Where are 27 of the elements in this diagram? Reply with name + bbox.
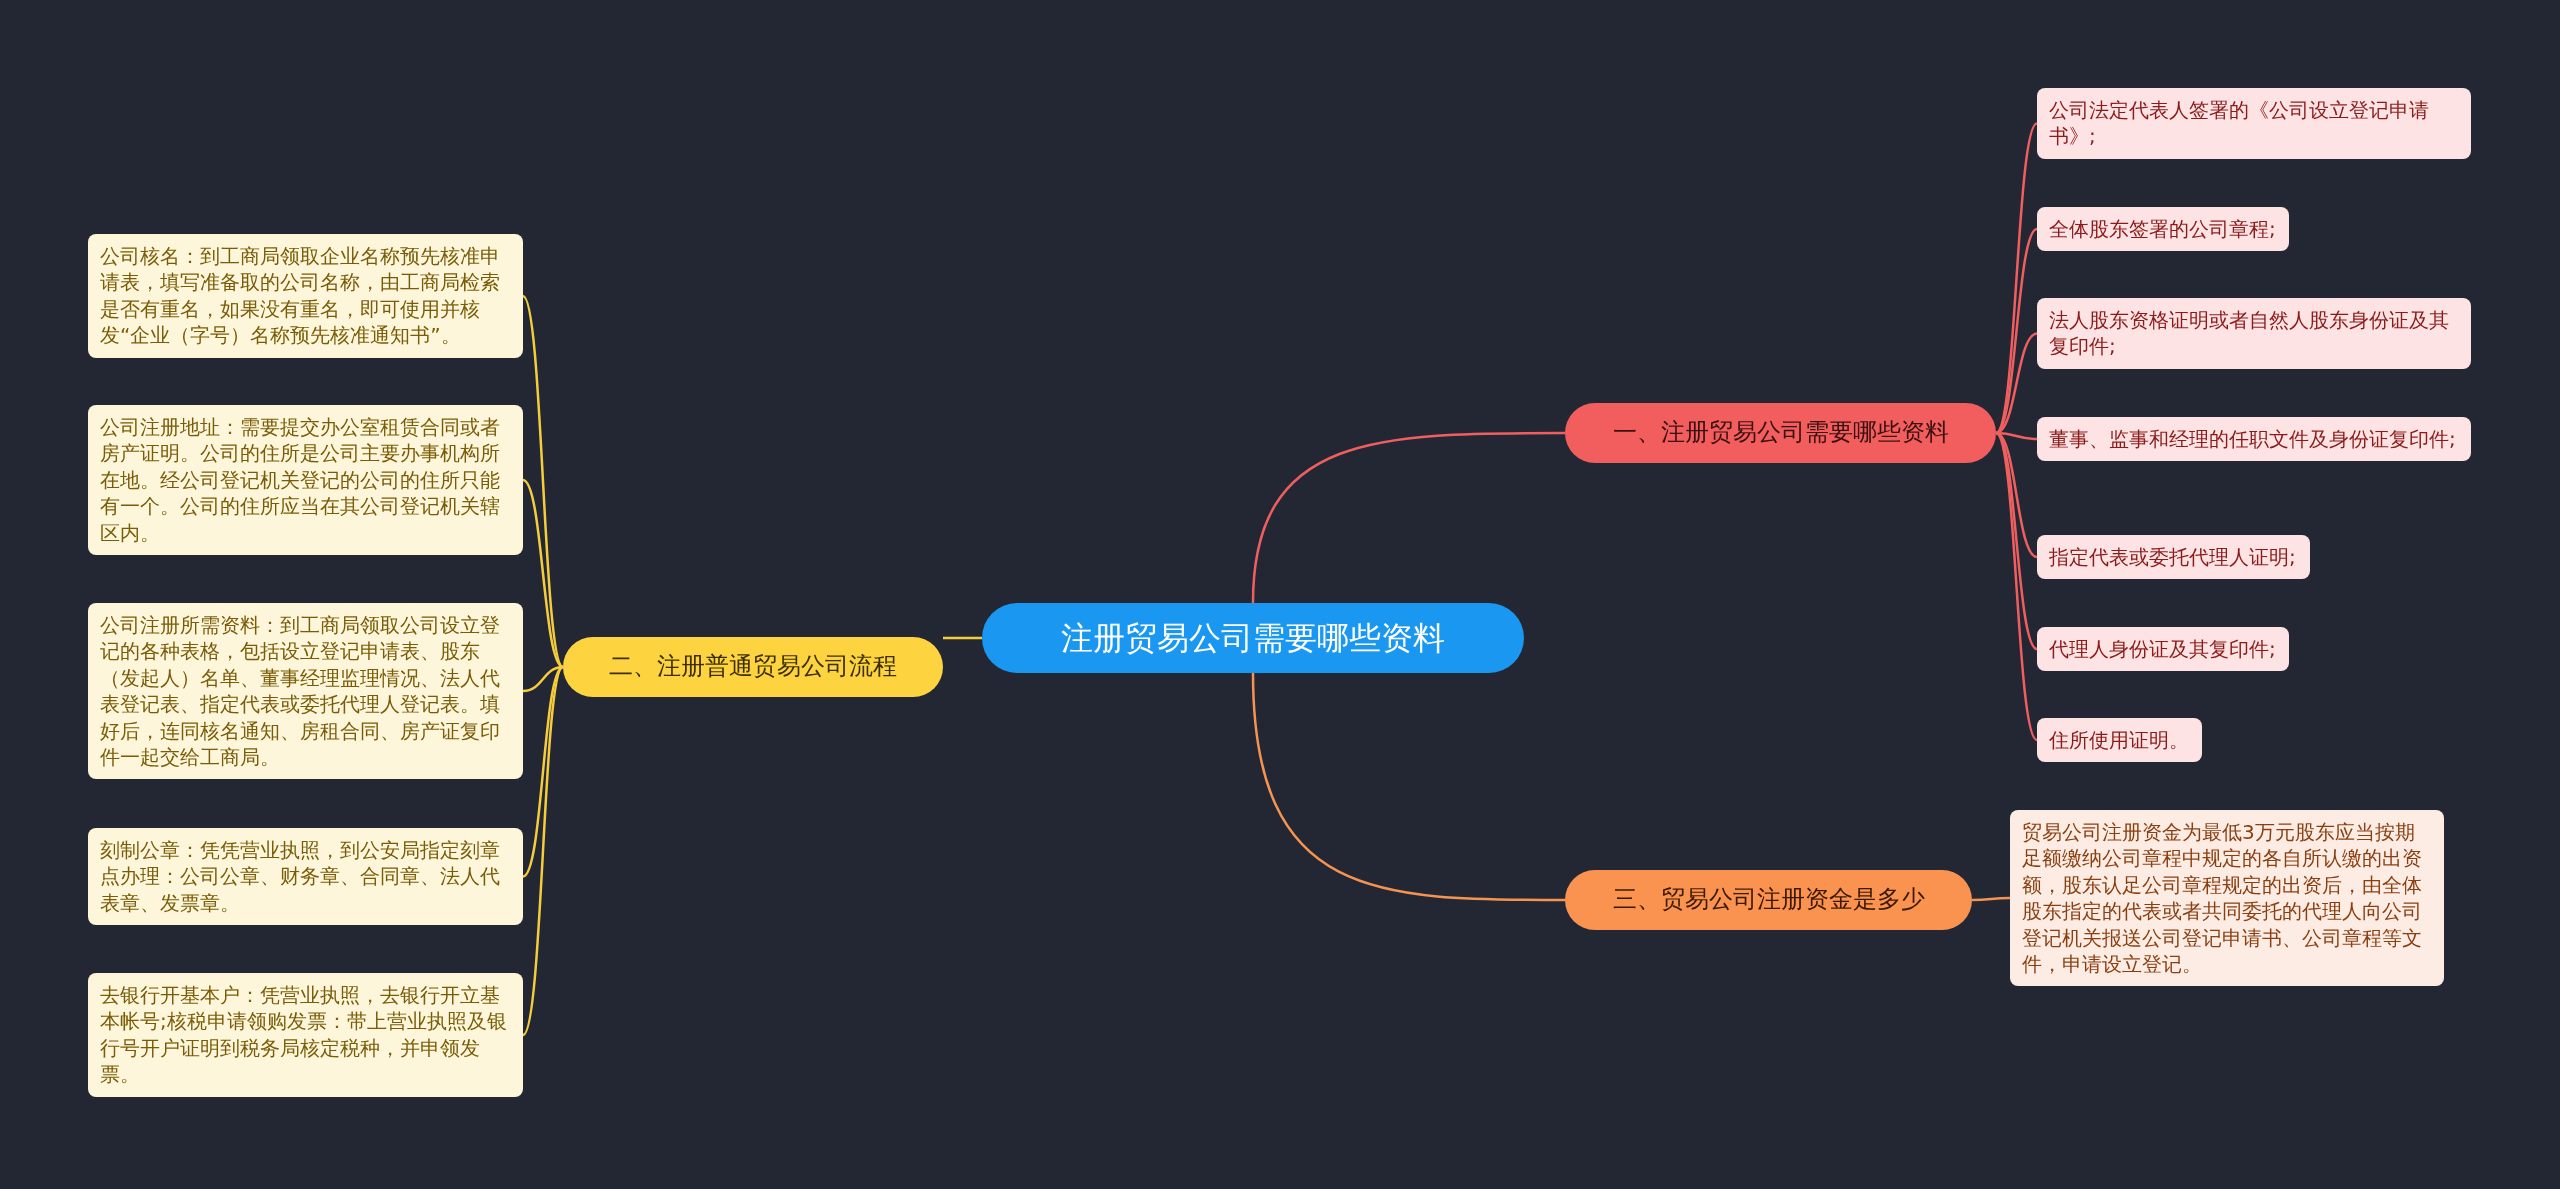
connector-line	[1972, 896, 2010, 902]
leaf-box: 公司法定代表人签署的《公司设立登记申请书》;	[2037, 88, 2471, 159]
leaf-box: 董事、监事和经理的任职文件及身份证复印件;	[2037, 417, 2471, 462]
leaf-box: 公司核名：到工商局领取企业名称预先核准申请表，填写准备取的公司名称，由工商局检索是否有重名，如果没有重名，即可使用并核发“企业（字号）名称预先核准通知书”。	[88, 234, 523, 358]
branch-topic: 三、贸易公司注册资金是多少	[1565, 870, 1972, 930]
leaf-box: 去银行开基本户：凭营业执照，去银行开立基本帐号;核税申请领购发票：带上营业执照及银行号开户证明到税务局核定税种，并申领发票。	[88, 973, 523, 1097]
leaf-box: 代理人身份证及其复印件;	[2037, 627, 2289, 672]
connector-line	[521, 295, 565, 668]
connector-line	[521, 666, 565, 1036]
branch-topic: 二、注册普通贸易公司流程	[563, 637, 943, 697]
connector-line	[1995, 122, 2038, 434]
branch-topic: 一、注册贸易公司需要哪些资料	[1565, 403, 1996, 463]
leaf-box: 法人股东资格证明或者自然人股东身份证及其复印件;	[2037, 298, 2471, 369]
central-topic: 注册贸易公司需要哪些资料	[982, 603, 1524, 674]
leaf-box: 刻制公章：凭凭营业执照，到公安局指定刻章点办理：公司公章、财务章、合同章、法人代表章、发票章。	[88, 828, 523, 926]
connector-line	[522, 666, 564, 878]
connector-line	[1251, 672, 1565, 902]
connector-line	[1995, 432, 2038, 741]
leaf-box: 全体股东签署的公司章程;	[2037, 207, 2289, 252]
leaf-box: 贸易公司注册资金为最低3万元股东应当按期足额缴纳公司章程中规定的各自所认缴的出资额，股东认足公司章程规定的出资后，由全体股东指定的代表或者共同委托的代理人向公司登记机关报送公司登记申请书、公司章程等文件，申请设立登记。	[2010, 810, 2444, 987]
leaf-box: 住所使用证明。	[2037, 718, 2202, 763]
connector-line	[1251, 431, 1565, 604]
connector-line	[943, 636, 982, 640]
leaf-box: 公司注册地址：需要提交办公室租赁合同或者房产证明。公司的住所是公司主要办事机构所在地。经公司登记机关登记的公司的住所只能有一个。公司的住所应当在其公司登记机关辖区内。	[88, 405, 523, 555]
leaf-box: 公司注册所需资料：到工商局领取公司设立登记的各种表格，包括设立登记申请表、股东（发起人）名单、董事经理监理情况、法人代表登记表、指定代表或委托代理人登记表。填好后，连同核名通知、房租合同、房产证复印件一起交给工商局。	[88, 603, 523, 780]
connector-line	[1995, 228, 2038, 434]
leaf-box: 指定代表或委托代理人证明;	[2037, 535, 2310, 580]
